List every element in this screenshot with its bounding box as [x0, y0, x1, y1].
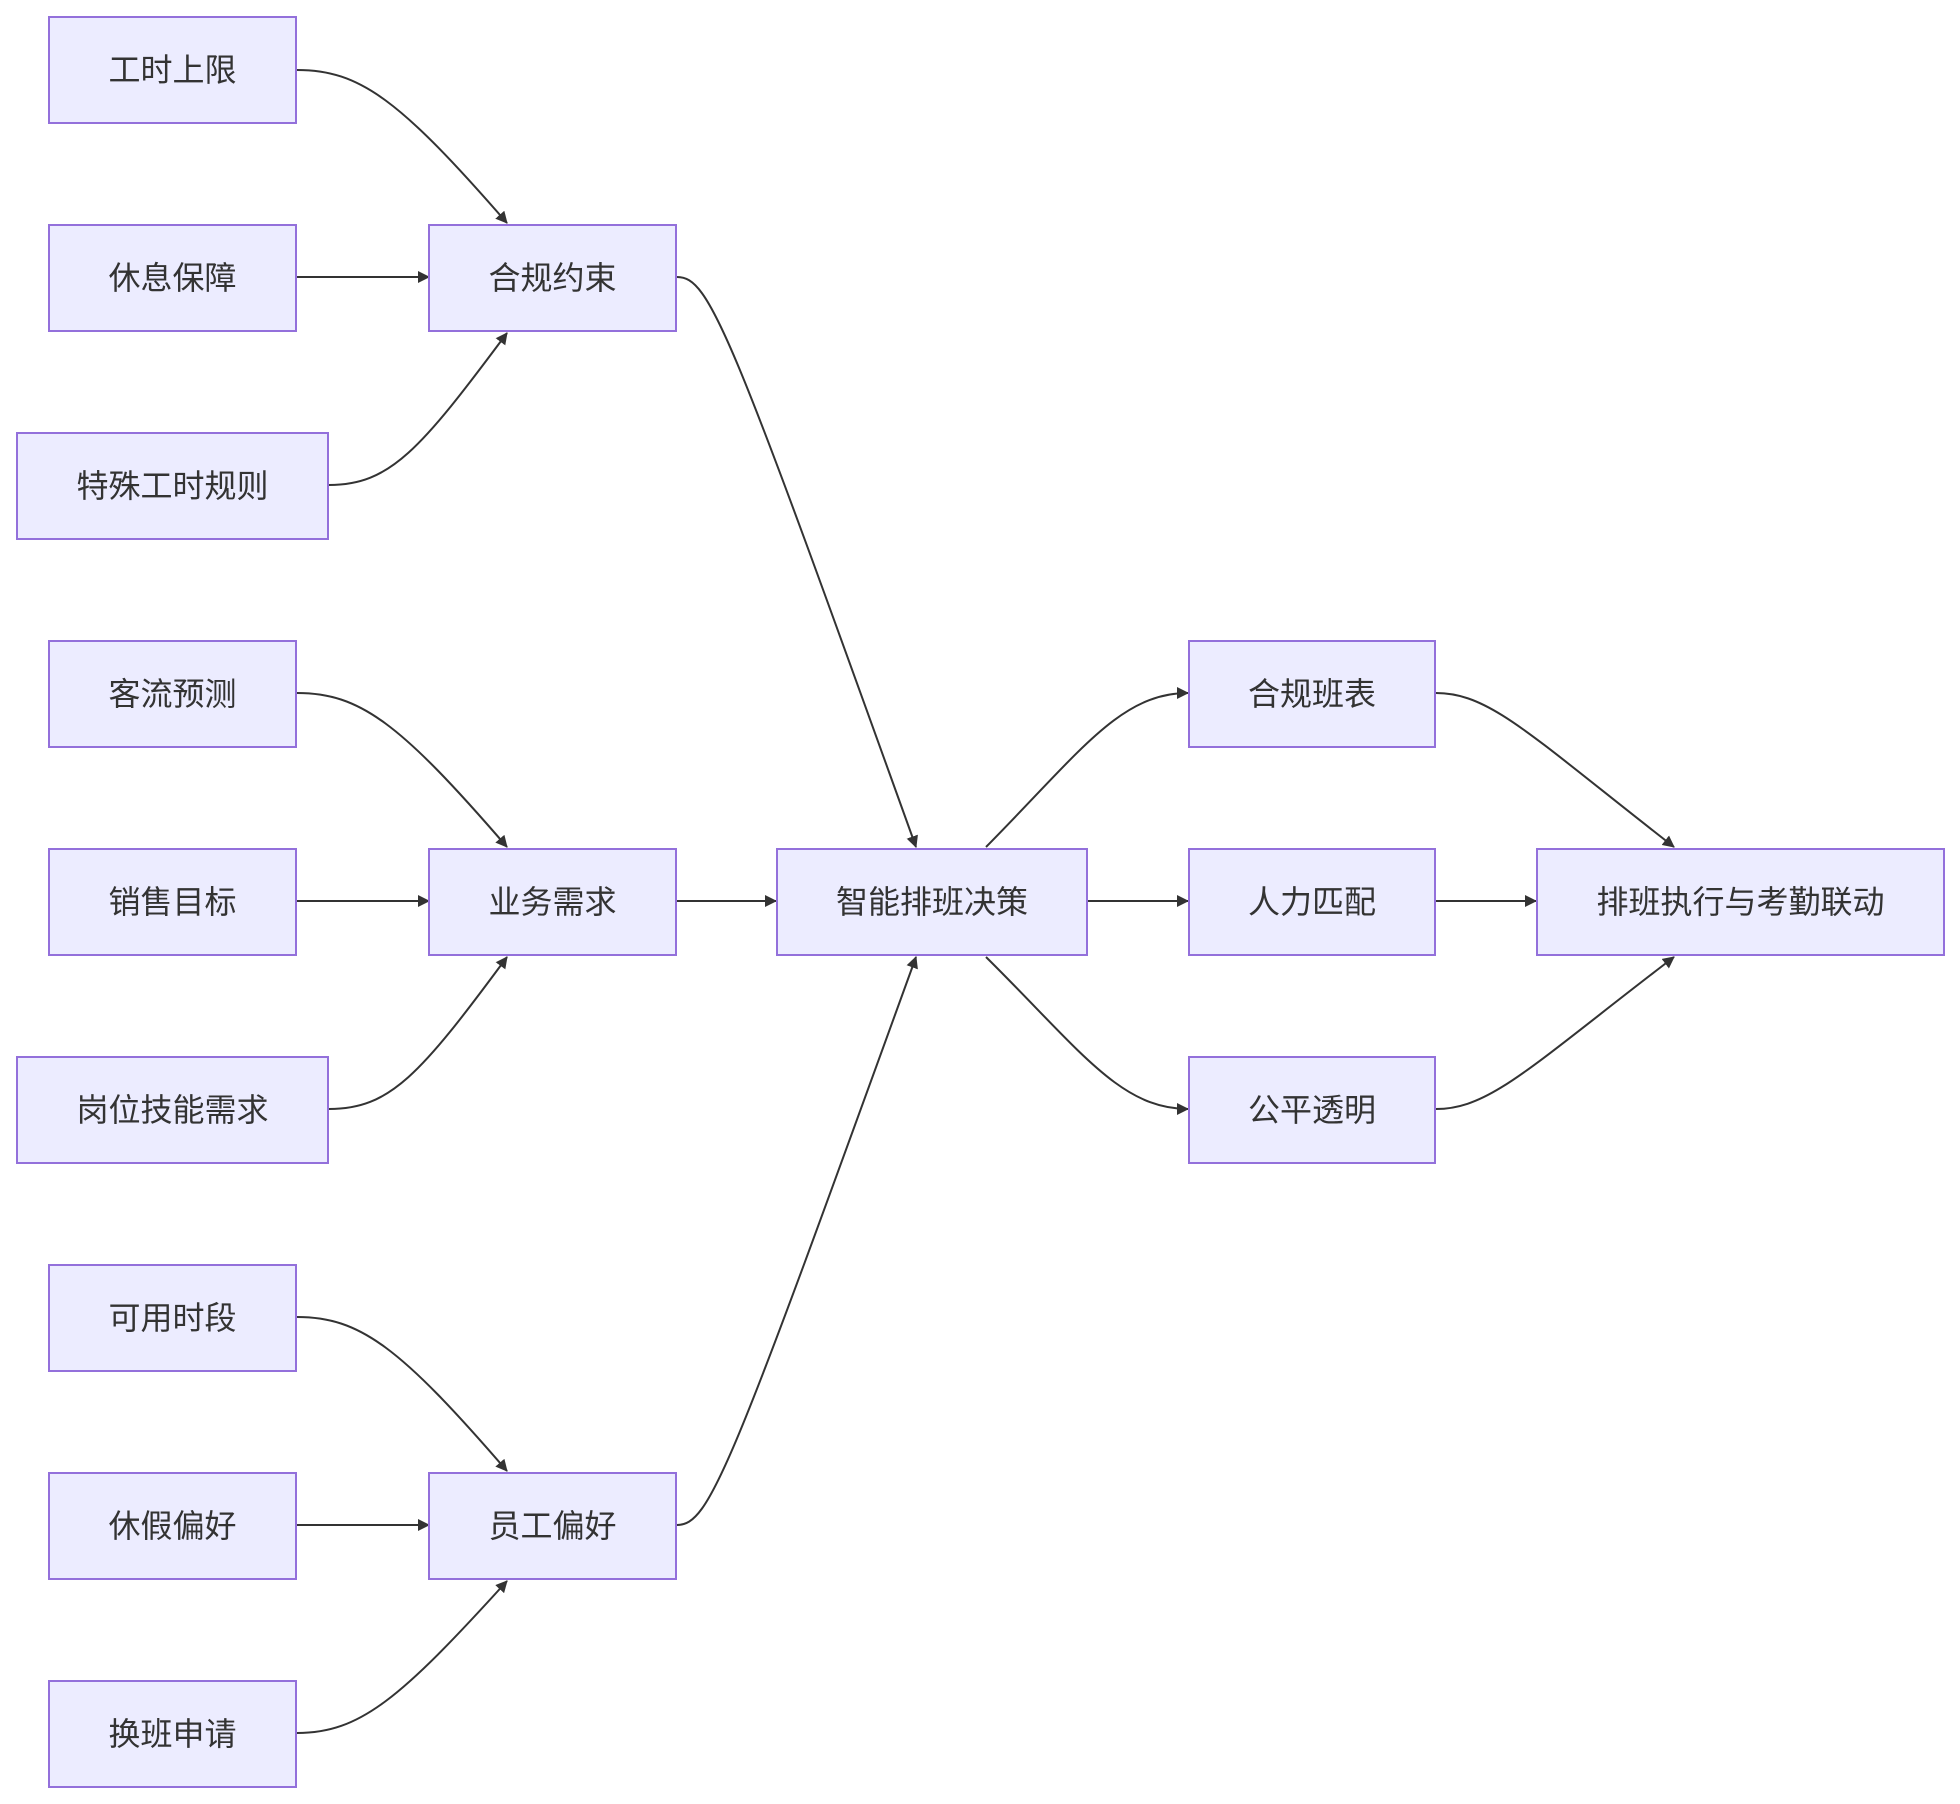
- edge-gangwei-jineng-to-yewu-xuqiu: [328, 956, 508, 1110]
- edge-zhineng-paiban-to-gongping-toumign: [985, 956, 1189, 1115]
- node-gongping-toumign-label: 公平透明: [1247, 1091, 1376, 1129]
- node-paiban-zhixing[interactable]: 排班执行与考勤联动: [1536, 848, 1945, 956]
- node-yewu-xuqiu[interactable]: 业务需求: [428, 848, 677, 956]
- node-xiaoshou-mubiao-label: 销售目标: [108, 883, 237, 921]
- node-zhineng-paiban[interactable]: 智能排班决策: [776, 848, 1088, 956]
- node-gongshi-shangxian-label: 工时上限: [108, 51, 237, 89]
- node-gangwei-jineng[interactable]: 岗位技能需求: [16, 1056, 329, 1164]
- node-hegui-banbiao[interactable]: 合规班表: [1188, 640, 1436, 748]
- edge-yuangong-pianhao-to-zhineng-paiban: [676, 956, 918, 1526]
- node-teshu-gongshi[interactable]: 特殊工时规则: [16, 432, 329, 540]
- node-teshu-gongshi-label: 特殊工时规则: [76, 467, 269, 505]
- node-keliu-yuce-label: 客流预测: [108, 675, 237, 713]
- node-keyong-shiduan[interactable]: 可用时段: [48, 1264, 297, 1372]
- edge-zhineng-paiban-to-hegui-banbiao: [985, 687, 1189, 848]
- node-hegui-yueshu-label: 合规约束: [488, 259, 617, 297]
- node-renli-pipei[interactable]: 人力匹配: [1188, 848, 1436, 956]
- edge-gongshi-shangxian-to-hegui-yueshu: [296, 69, 508, 224]
- edge-hegui-yueshu-to-zhineng-paiban: [676, 276, 918, 848]
- edge-keyong-shiduan-to-yuangong-pianhao: [296, 1316, 508, 1472]
- edge-keliu-yuce-to-yewu-xuqiu: [296, 692, 508, 848]
- node-xiaoshou-mubiao[interactable]: 销售目标: [48, 848, 297, 956]
- node-hegui-banbiao-label: 合规班表: [1247, 675, 1376, 713]
- node-xiuxi-baozhang-label: 休息保障: [108, 259, 237, 297]
- node-yewu-xuqiu-label: 业务需求: [488, 883, 617, 921]
- edge-huanban-shenqing-to-yuangong-pianhao: [296, 1580, 508, 1734]
- node-yuangong-pianhao-label: 员工偏好: [488, 1507, 617, 1545]
- edge-hegui-banbiao-to-paiban-zhixing: [1435, 692, 1675, 848]
- node-gongshi-shangxian[interactable]: 工时上限: [48, 16, 297, 124]
- node-keliu-yuce[interactable]: 客流预测: [48, 640, 297, 748]
- node-paiban-zhixing-label: 排班执行与考勤联动: [1596, 883, 1885, 921]
- node-xiujia-pianhao-label: 休假偏好: [108, 1507, 237, 1545]
- node-gongping-toumign[interactable]: 公平透明: [1188, 1056, 1436, 1164]
- node-yuangong-pianhao[interactable]: 员工偏好: [428, 1472, 677, 1580]
- node-hegui-yueshu[interactable]: 合规约束: [428, 224, 677, 332]
- node-keyong-shiduan-label: 可用时段: [108, 1299, 237, 1337]
- edge-teshu-gongshi-to-hegui-yueshu: [328, 332, 508, 486]
- node-renli-pipei-label: 人力匹配: [1247, 883, 1376, 921]
- edge-gongping-toumign-to-paiban-zhixing: [1435, 956, 1675, 1110]
- node-huanban-shenqing-label: 换班申请: [108, 1715, 237, 1753]
- node-zhineng-paiban-label: 智能排班决策: [835, 883, 1028, 921]
- node-xiuxi-baozhang[interactable]: 休息保障: [48, 224, 297, 332]
- node-gangwei-jineng-label: 岗位技能需求: [76, 1091, 269, 1129]
- node-xiujia-pianhao[interactable]: 休假偏好: [48, 1472, 297, 1580]
- node-huanban-shenqing[interactable]: 换班申请: [48, 1680, 297, 1788]
